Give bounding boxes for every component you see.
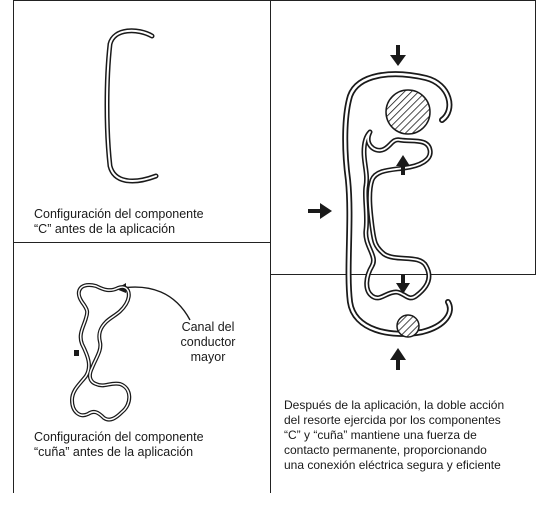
left-force-arrow	[308, 203, 332, 219]
middle-divider	[270, 0, 271, 493]
after-application-caption: Después de la aplicación, la doble acció…	[284, 398, 505, 472]
c-component-caption: Configuración del componente “C” antes d…	[34, 207, 204, 236]
inner-up-arrow	[396, 155, 410, 175]
top-force-arrow	[390, 45, 406, 66]
callout-label: Canal del conductor mayor	[180, 320, 236, 364]
right-border	[535, 0, 536, 275]
right-partial-divider	[270, 274, 536, 275]
left-border	[13, 0, 14, 493]
wedge-component-caption: Configuración del componente “cuña” ante…	[34, 430, 204, 459]
large-conductor	[385, 89, 431, 135]
c-component-drawing	[104, 28, 159, 184]
top-border	[13, 0, 536, 1]
wedge-component-drawing	[70, 283, 191, 422]
bottom-force-arrow	[390, 348, 406, 370]
inner-down-arrow	[396, 275, 410, 294]
figure-frame	[13, 0, 536, 493]
assembled-connector-drawing	[308, 45, 453, 370]
left-horizontal-divider	[13, 242, 271, 243]
small-conductor	[396, 314, 420, 338]
